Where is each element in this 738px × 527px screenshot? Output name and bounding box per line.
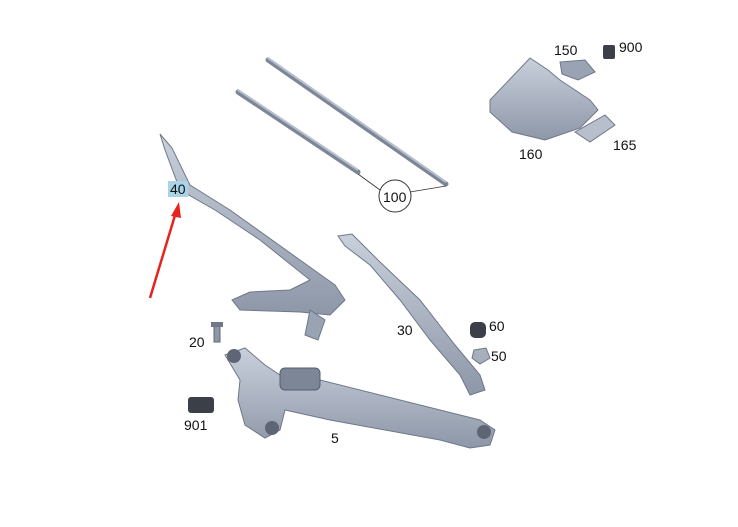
part-label-160[interactable]: 160	[519, 146, 543, 162]
part-label-50[interactable]: 50	[491, 348, 507, 364]
callout-circle-100	[378, 179, 412, 213]
wiper-blade-short[interactable]	[235, 89, 361, 175]
wiper-arm-40[interactable]	[159, 133, 346, 341]
part-label-900[interactable]: 900	[619, 39, 643, 55]
clip-165[interactable]	[574, 114, 616, 143]
part-label-150[interactable]: 150	[554, 42, 578, 58]
cap-60[interactable]	[470, 322, 486, 338]
connector-900[interactable]	[603, 45, 615, 59]
nut-50[interactable]	[471, 347, 491, 365]
bolt-20[interactable]	[211, 322, 223, 343]
part-label-901[interactable]: 901	[184, 417, 208, 433]
wiper-linkage-5[interactable]	[224, 347, 496, 449]
part-label-30[interactable]: 30	[397, 322, 413, 338]
part-label-20[interactable]: 20	[189, 334, 205, 350]
pointer-arrow	[148, 202, 181, 299]
wiper-blade-long[interactable]	[265, 57, 449, 187]
module-150[interactable]	[559, 59, 596, 81]
part-label-40[interactable]: 40	[168, 181, 188, 197]
wiper-arm-30[interactable]	[337, 233, 486, 396]
part-label-100[interactable]: 100	[383, 189, 407, 205]
sensor-901[interactable]	[188, 397, 214, 413]
part-label-60[interactable]: 60	[489, 318, 505, 334]
cover-160[interactable]	[489, 57, 599, 141]
part-label-165[interactable]: 165	[613, 137, 637, 153]
part-label-5[interactable]: 5	[331, 430, 339, 446]
leader-lines-100	[357, 173, 447, 193]
